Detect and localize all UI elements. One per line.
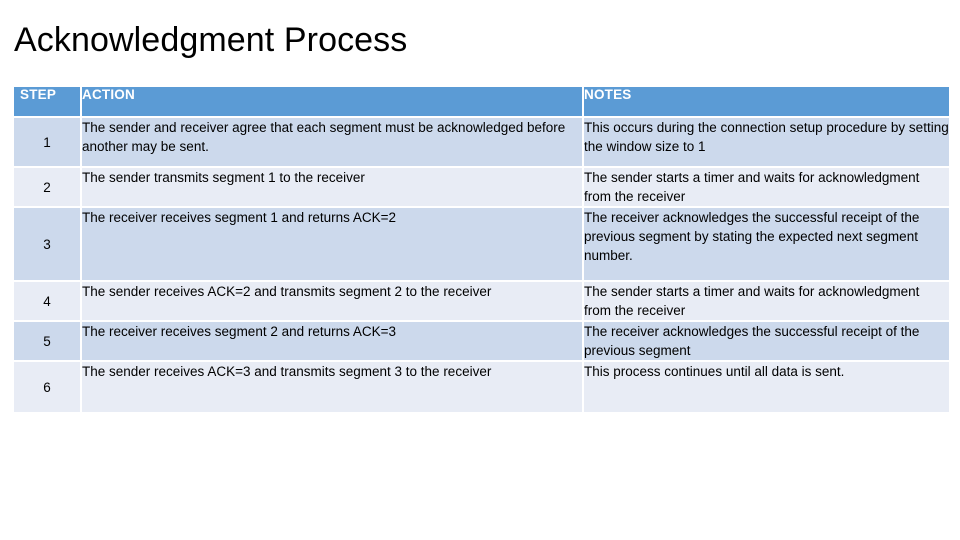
column-header-step: STEP bbox=[14, 87, 80, 116]
page-title: Acknowledgment Process bbox=[14, 21, 408, 59]
table-row: 6 The sender receives ACK=3 and transmit… bbox=[14, 362, 949, 412]
cell-step: 6 bbox=[14, 362, 80, 412]
table-body: 1 The sender and receiver agree that eac… bbox=[14, 118, 949, 412]
cell-step: 5 bbox=[14, 322, 80, 360]
cell-action: The sender transmits segment 1 to the re… bbox=[82, 168, 582, 206]
acknowledgment-process-table: STEP ACTION NOTES 1 The sender and recei… bbox=[12, 85, 951, 414]
table-row: 3 The receiver receives segment 1 and re… bbox=[14, 208, 949, 280]
cell-notes: This occurs during the connection setup … bbox=[584, 118, 949, 166]
table-row: 1 The sender and receiver agree that eac… bbox=[14, 118, 949, 166]
column-header-action: ACTION bbox=[82, 87, 582, 116]
table-header: STEP ACTION NOTES bbox=[14, 87, 949, 116]
cell-notes: The receiver acknowledges the successful… bbox=[584, 208, 949, 280]
cell-action: The sender receives ACK=3 and transmits … bbox=[82, 362, 582, 412]
cell-step: 3 bbox=[14, 208, 80, 280]
cell-action: The sender and receiver agree that each … bbox=[82, 118, 582, 166]
cell-action: The receiver receives segment 2 and retu… bbox=[82, 322, 582, 360]
cell-notes: The receiver acknowledges the successful… bbox=[584, 322, 949, 360]
cell-notes: The sender starts a timer and waits for … bbox=[584, 282, 949, 320]
column-header-notes: NOTES bbox=[584, 87, 949, 116]
cell-action: The receiver receives segment 1 and retu… bbox=[82, 208, 582, 280]
cell-step: 1 bbox=[14, 118, 80, 166]
cell-notes: The sender starts a timer and waits for … bbox=[584, 168, 949, 206]
table-row: 5 The receiver receives segment 2 and re… bbox=[14, 322, 949, 360]
acknowledgment-process-table-wrapper: STEP ACTION NOTES 1 The sender and recei… bbox=[14, 87, 949, 412]
cell-step: 4 bbox=[14, 282, 80, 320]
table-header-row: STEP ACTION NOTES bbox=[14, 87, 949, 116]
cell-action: The sender receives ACK=2 and transmits … bbox=[82, 282, 582, 320]
cell-step: 2 bbox=[14, 168, 80, 206]
cell-notes: This process continues until all data is… bbox=[584, 362, 949, 412]
table-row: 4 The sender receives ACK=2 and transmit… bbox=[14, 282, 949, 320]
table-row: 2 The sender transmits segment 1 to the … bbox=[14, 168, 949, 206]
